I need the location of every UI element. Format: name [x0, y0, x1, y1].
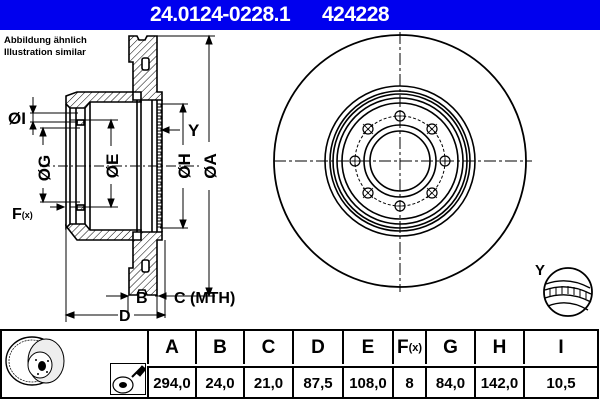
header-A: A [147, 331, 195, 364]
caption-de: Abbildung ähnlich [4, 35, 87, 46]
value-A: 294,0 [147, 366, 195, 399]
label-dim-H: ØH [175, 153, 194, 179]
label-dim-F: F(x) [12, 206, 33, 223]
label-detail-Y: Y [535, 262, 545, 279]
cross-section-view [65, 35, 163, 296]
brake-disc-thumbnail-icon [5, 336, 65, 386]
label-dim-D: D [119, 308, 131, 325]
caption-en: Illustration similar [4, 47, 86, 58]
header-F: F(x) [392, 331, 425, 364]
dimensions-table: A B C D E F(x) G H I 294,0 24,0 21,0 87,… [0, 329, 599, 399]
value-D: 87,5 [292, 366, 342, 399]
front-view [273, 32, 532, 292]
value-H: 142,0 [474, 366, 523, 399]
label-dim-G: ØG [35, 155, 54, 181]
part-number: 24.0124-0228.1 [150, 3, 291, 26]
image-cell [2, 331, 147, 397]
title-bar: 24.0124-0228.1 424228 [0, 0, 600, 30]
label-dim-A: ØA [201, 153, 220, 179]
value-F: 8 [392, 366, 425, 399]
value-C: 21,0 [243, 366, 292, 399]
value-E: 108,0 [342, 366, 392, 399]
header-B: B [195, 331, 243, 364]
disc-coating-spray-icon [110, 363, 146, 395]
value-I: 10,5 [523, 366, 597, 399]
dimension-lines [29, 34, 215, 322]
header-E: E [342, 331, 392, 364]
value-B: 24,0 [195, 366, 243, 399]
label-dim-I: ØI [8, 109, 26, 128]
label-dim-Y: Y [188, 121, 200, 140]
header-I: I [523, 331, 597, 364]
header-C: C [243, 331, 292, 364]
header-G: G [425, 331, 474, 364]
detail-y-magnifier-icon: Y [535, 262, 593, 317]
label-dim-E: ØE [103, 154, 122, 179]
label-dim-C: C (MTH) [174, 290, 235, 307]
short-number: 424228 [322, 3, 390, 26]
header-D: D [292, 331, 342, 364]
label-dim-B: B [136, 290, 148, 307]
header-H: H [474, 331, 523, 364]
illustration-caption: Abbildung ähnlich Illustration similar [4, 35, 87, 59]
value-G: 84,0 [425, 366, 474, 399]
technical-drawing: ØI ØG ØE ØH ØA Y F(x) B C (MTH) D [8, 32, 593, 325]
